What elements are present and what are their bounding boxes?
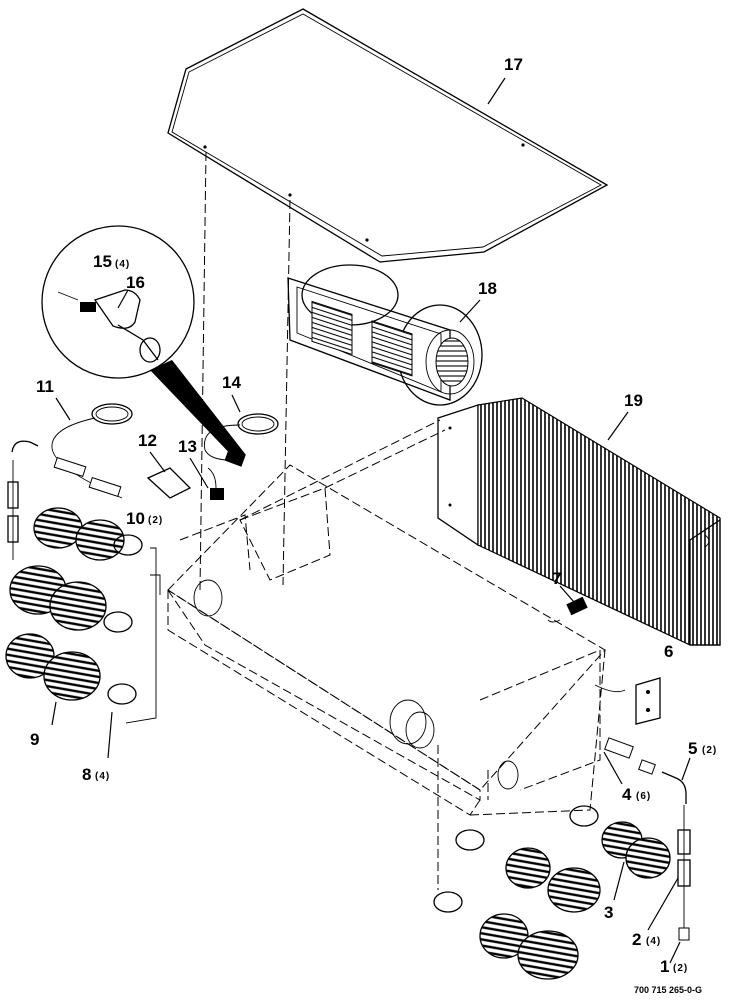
callout-19: 19 <box>624 391 643 410</box>
hose-coils-left <box>5 507 125 701</box>
callout-15: 15 <box>93 252 112 271</box>
callout-18: 18 <box>478 279 497 298</box>
callout-17: 17 <box>504 55 523 74</box>
callout-15-qty: (4) <box>115 259 130 270</box>
callout-5-qty: (2) <box>702 745 717 756</box>
callout-8-qty: (4) <box>95 771 110 782</box>
callout-3: 3 <box>604 903 613 922</box>
hose-coils-right <box>479 821 671 980</box>
callout-7: 7 <box>552 569 561 588</box>
drawing-code: 700 715 265-0-G <box>634 985 702 995</box>
switch-box <box>594 677 661 725</box>
callout-4-qty: (6) <box>636 791 651 802</box>
callout-10: 10 <box>126 509 145 528</box>
callout-8: 8 <box>82 765 91 784</box>
callout-16: 16 <box>126 273 145 292</box>
callout-5: 5 <box>688 739 697 758</box>
blower-assembly <box>287 264 483 406</box>
callout-13: 13 <box>178 437 197 456</box>
housing-box <box>167 419 606 890</box>
right-hose-fittings <box>604 737 691 941</box>
callout-1: 1 <box>660 957 669 976</box>
left-hose-fittings <box>7 440 224 560</box>
callout-2-qty: (4) <box>646 936 661 947</box>
callout-6: 6 <box>664 642 673 661</box>
callout-1-qty: (2) <box>673 963 688 974</box>
callout-14: 14 <box>222 373 241 392</box>
callout-12: 12 <box>138 431 157 450</box>
callout-2: 2 <box>632 930 641 949</box>
heater-core <box>437 397 721 646</box>
leader-lines <box>51 77 691 964</box>
sensor-cable-14 <box>204 413 279 467</box>
detail-callout-circle <box>41 225 246 462</box>
fitting <box>547 596 588 623</box>
cover-panel <box>167 8 609 591</box>
callout-9: 9 <box>30 730 39 749</box>
callout-10-qty: (2) <box>148 515 163 526</box>
callout-labels: 17 15 (4) 16 18 19 11 14 12 13 10 (2) 7 … <box>30 55 717 995</box>
callout-4: 4 <box>622 785 632 804</box>
hose-clamps <box>103 534 599 913</box>
callout-11: 11 <box>36 377 54 396</box>
